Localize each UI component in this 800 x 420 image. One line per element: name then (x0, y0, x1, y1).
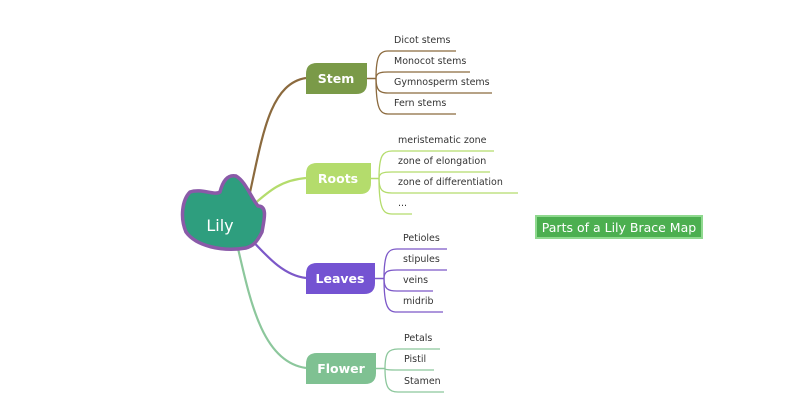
connector-lily-to-flower (235, 243, 307, 370)
bracket-leaves-3 (383, 278, 398, 313)
leaf-gymnosperm-stems[interactable]: Gymnosperm stems (394, 77, 490, 88)
leaf-midrib[interactable]: midrib (403, 296, 434, 307)
branch-label-roots: Roots (318, 171, 358, 186)
connector-lily-to-roots (251, 176, 307, 207)
bracket-flower-0 (384, 348, 399, 369)
bracket-leaves-1 (383, 269, 398, 279)
bracket-stem-1 (375, 71, 389, 79)
bracket-roots-2 (378, 178, 393, 194)
leaf-petals[interactable]: Petals (404, 333, 432, 344)
bracket-stem-3 (375, 78, 389, 115)
leaf-fern-stems[interactable]: Fern stems (394, 98, 446, 109)
bracket-roots-0 (378, 150, 393, 179)
bracket-stem-0 (375, 50, 389, 79)
bracket-flower-1 (384, 368, 399, 371)
branch-label-leaves: Leaves (316, 271, 365, 286)
branch-node-leaves[interactable] (306, 263, 375, 294)
leaf-petioles[interactable]: Petioles (403, 233, 440, 244)
bracket-leaves-0 (383, 248, 398, 279)
branch-node-stem[interactable] (306, 63, 367, 94)
bracket-flower-2 (384, 368, 399, 393)
leaf-ellipsis[interactable]: ... (398, 198, 407, 209)
leaf-monocot-stems[interactable]: Monocot stems (394, 56, 466, 67)
leaf-stipules[interactable]: stipules (403, 254, 440, 265)
branch-label-flower: Flower (317, 361, 365, 376)
title-box[interactable]: Parts of a Lily Brace Map (535, 215, 703, 239)
branch-label-stem: Stem (318, 71, 354, 86)
root-node-lily[interactable] (180, 174, 267, 251)
leaf-dicot-stems[interactable]: Dicot stems (394, 35, 451, 46)
bracket-roots-1 (378, 171, 393, 179)
connector-lily-to-stem (245, 76, 307, 207)
leaf-zone-of-differentiation[interactable]: zone of differentiation (398, 177, 503, 188)
leaf-zone-of-elongation[interactable]: zone of elongation (398, 156, 486, 167)
leaf-stamen[interactable]: Stamen (404, 376, 441, 387)
bracket-stem-2 (375, 78, 389, 94)
bracket-roots-3 (378, 178, 393, 215)
root-node-label: Lily (206, 216, 233, 235)
branch-node-roots[interactable] (306, 163, 371, 194)
leaf-pistil[interactable]: Pistil (404, 354, 426, 365)
leaf-meristematic-zone[interactable]: meristematic zone (398, 135, 487, 146)
branch-node-flower[interactable] (306, 353, 376, 384)
bracket-leaves-2 (383, 278, 398, 292)
leaf-veins[interactable]: veins (403, 275, 428, 286)
